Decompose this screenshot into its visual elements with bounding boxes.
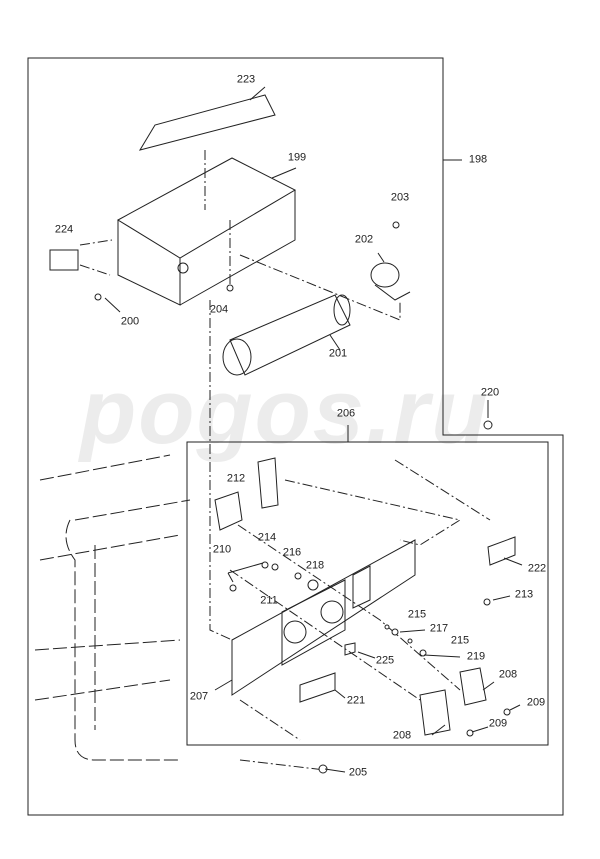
callout-214: 214 xyxy=(257,531,277,544)
label-224 xyxy=(49,249,79,271)
receptacle-208 xyxy=(459,667,487,706)
callout-209: 209 xyxy=(526,696,546,709)
callout-200: 200 xyxy=(120,315,140,328)
callout-215: 215 xyxy=(450,634,470,647)
callout-224: 224 xyxy=(54,223,74,236)
callout-220: 220 xyxy=(480,386,500,399)
watermark: pogos.ru xyxy=(80,361,490,463)
callout-210: 210 xyxy=(212,543,232,556)
callout-206: 206 xyxy=(336,407,356,420)
label-221 xyxy=(299,672,336,703)
callout-221: 221 xyxy=(346,694,366,707)
callout-218: 218 xyxy=(305,559,325,572)
callout-216: 216 xyxy=(282,546,302,559)
label-222 xyxy=(487,536,516,566)
bracket-212 xyxy=(257,457,279,509)
callout-208: 208 xyxy=(498,668,518,681)
capacitor-201 xyxy=(222,294,351,376)
callout-213: 213 xyxy=(514,588,534,601)
callout-212: 212 xyxy=(226,472,246,485)
callout-204: 204 xyxy=(209,303,229,316)
receptacle-208 xyxy=(419,689,451,736)
callout-201: 201 xyxy=(328,347,348,360)
clamp-202 xyxy=(370,262,411,301)
breaker-212 xyxy=(214,491,243,531)
callout-207: 207 xyxy=(189,690,209,703)
assembly-frame-198 xyxy=(27,57,564,816)
assembly-lines xyxy=(79,150,491,771)
callout-leaders xyxy=(104,86,523,773)
callout-199: 199 xyxy=(287,151,307,164)
callout-203: 203 xyxy=(390,191,410,204)
callout-225: 225 xyxy=(375,654,395,667)
callout-215: 215 xyxy=(407,608,427,621)
callout-209: 209 xyxy=(488,717,508,730)
callout-222: 222 xyxy=(527,562,547,575)
generator-frame xyxy=(34,454,191,761)
callout-205: 205 xyxy=(348,766,368,779)
callout-217: 217 xyxy=(429,622,449,635)
callout-198: 198 xyxy=(468,153,488,166)
fasteners xyxy=(94,221,511,774)
label-plate-223 xyxy=(138,94,276,151)
callout-223: 223 xyxy=(236,73,256,86)
assembly-frame-206 xyxy=(186,441,549,746)
control-panel-207 xyxy=(231,539,416,696)
label-225 xyxy=(344,642,356,656)
callout-211: 211 xyxy=(260,594,278,607)
control-box-199 xyxy=(117,157,297,306)
callout-208: 208 xyxy=(392,729,412,742)
callout-219: 219 xyxy=(466,650,486,663)
callout-202: 202 xyxy=(354,233,374,246)
